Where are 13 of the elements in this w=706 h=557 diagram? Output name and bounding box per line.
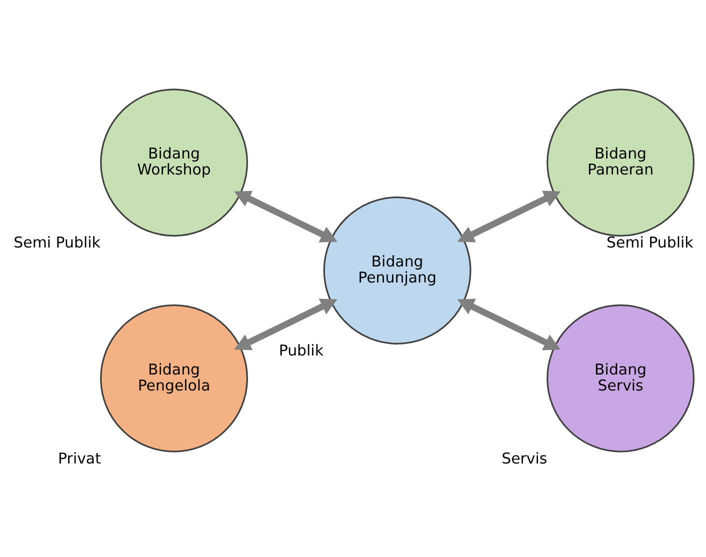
node-label: Semi Publik [13,234,100,252]
node-label: Publik [278,342,323,360]
arrow [456,298,560,350]
node-circle: Bidang Pameran [546,88,694,237]
node-label: Privat [58,450,100,468]
node-circle: Bidang Pengelola [100,304,248,452]
arrow [234,298,337,350]
arrow [234,190,337,242]
node-label: Servis [501,450,547,468]
node-circle: Bidang Penunjang [322,196,471,344]
node-circle: Bidang Workshop [100,88,248,237]
arrow [456,190,560,242]
node-circle: Bidang Servis [546,304,694,452]
